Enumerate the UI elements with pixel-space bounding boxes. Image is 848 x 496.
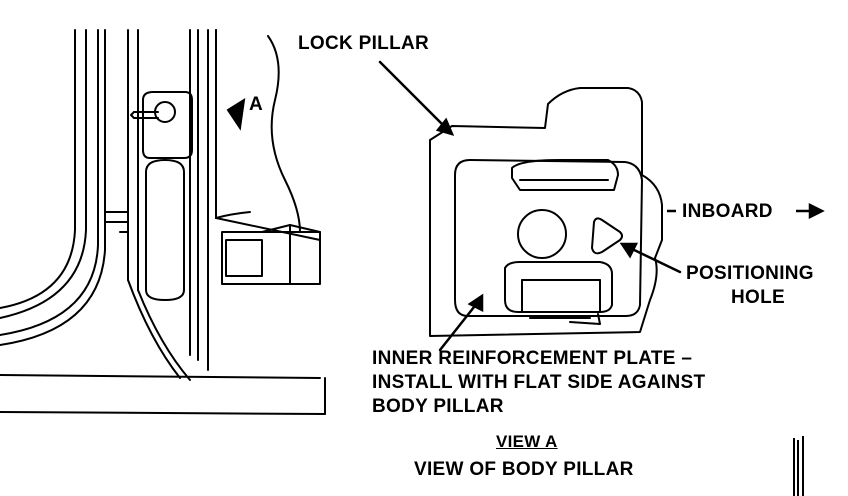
plate-inner-panel	[454, 159, 643, 317]
plate-label-line-3: BODY PILLAR	[372, 396, 504, 417]
sill-top	[0, 374, 321, 379]
positioning-hole-leader	[628, 246, 682, 274]
plate-bottom-emboss	[504, 261, 613, 313]
sill-bottom	[0, 411, 326, 415]
plate-label-line-1: INNER REINFORCEMENT PLATE –	[372, 348, 693, 369]
door-opening-inner-line-2	[0, 29, 99, 336]
plate-leader	[438, 300, 480, 352]
pillar-lower-recess	[145, 159, 185, 301]
plate-top-emboss	[511, 159, 619, 191]
lock-pillar-leader	[378, 60, 450, 132]
positioning-hole	[591, 217, 623, 255]
view-a-arrow	[226, 98, 246, 131]
door-opening-inner-line-3	[0, 29, 106, 346]
positioning-hole-label-line-2: HOLE	[731, 287, 785, 308]
view-a-caption: VIEW A	[496, 432, 558, 451]
inboard-arrow-head	[808, 202, 825, 220]
lock-pillar-label: LOCK PILLAR	[298, 33, 430, 54]
door-opening-inner-line-1	[0, 29, 87, 319]
door-bracket	[221, 231, 321, 285]
view-of-body-pillar-caption: VIEW OF BODY PILLAR	[414, 459, 634, 480]
plate-outline	[429, 87, 663, 337]
positioning-hole-label-line-1: POSITIONING	[686, 263, 814, 284]
inboard-label: INBOARD	[682, 201, 773, 222]
view-a-marker-label: A	[249, 94, 264, 115]
striker-plate	[142, 91, 193, 159]
panel-wavy-edge	[267, 35, 301, 233]
plate-round-hole	[517, 209, 567, 259]
plate-label-line-2: INSTALL WITH FLAT SIDE AGAINST	[372, 372, 706, 393]
door-opening-outline	[0, 29, 76, 309]
